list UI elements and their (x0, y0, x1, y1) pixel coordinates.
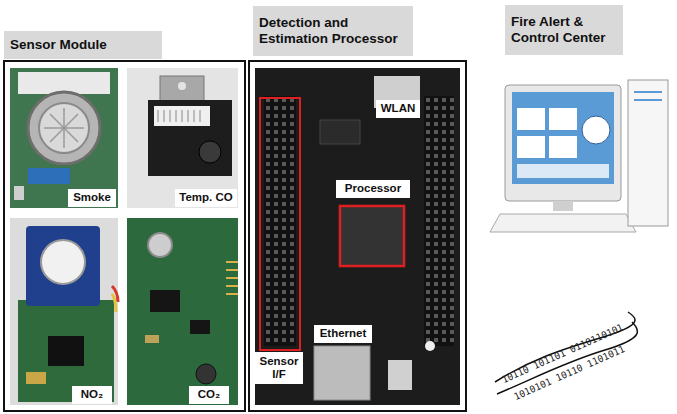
sensor-photo: CO₂ (127, 218, 238, 405)
ethernet-port (314, 346, 370, 400)
smoke-sensor-can (28, 92, 100, 164)
sensor-housing (148, 100, 232, 176)
photo-background (127, 68, 238, 208)
sensor-photo: Temp. CO (127, 68, 238, 208)
memory-chip (320, 120, 360, 144)
white-connector (154, 106, 210, 126)
keyboard (490, 214, 636, 232)
section-title: Sensor Module (4, 31, 162, 59)
part-label-text: Sensor I/F (255, 352, 303, 384)
no2-sensor-cylinder (26, 226, 100, 306)
ic-chip (150, 290, 180, 312)
connector-pins (158, 110, 200, 122)
photo-background (10, 218, 118, 405)
component (26, 372, 46, 384)
component (145, 335, 159, 343)
terminal-block (28, 168, 70, 184)
section-title: Detection and Estimation Processor (253, 6, 413, 56)
sensor-face (41, 240, 85, 284)
mount-hole (178, 82, 186, 90)
section-title: Fire Alert & Control Center (505, 5, 623, 55)
capacitor (196, 364, 216, 384)
header-pins (226, 262, 238, 294)
sensor-mesh (39, 103, 89, 153)
gauge (582, 116, 610, 144)
usb-port (388, 360, 412, 390)
screen-panel (549, 108, 577, 130)
monitor-frame (505, 85, 621, 201)
data-stream-curve (497, 322, 638, 394)
part-label-text: CO₂ (189, 386, 229, 404)
sensor-photo: NO₂ (10, 218, 118, 405)
connector (14, 186, 24, 200)
yellow-wire (112, 294, 116, 312)
mounting-tab (160, 76, 204, 102)
monitor-stand (553, 201, 573, 211)
part-label: WLAN (376, 100, 420, 118)
processor-board (255, 68, 460, 405)
part-label: Sensor I/F (255, 352, 303, 384)
monitor-screen (512, 92, 614, 184)
part-label: Ethernet (314, 325, 372, 343)
module-panel: Sensor ModuleSmokeTemp. CONO₂CO₂ (3, 60, 246, 412)
screen-bar (517, 164, 609, 178)
ic-chip (190, 320, 210, 334)
part-label-text: Temp. CO (175, 189, 237, 207)
screen-panel (517, 136, 545, 158)
section-header: Fire Alert & Control Center (505, 5, 623, 55)
processor-chip (340, 206, 404, 266)
part-label-text: WLAN (376, 100, 420, 118)
pin-header (264, 96, 296, 346)
pcb-board (127, 218, 238, 405)
mesh-lines (44, 108, 84, 148)
computer-tower (628, 80, 668, 226)
part-label-text: NO₂ (72, 386, 112, 404)
led (425, 341, 435, 351)
part-label: Processor (336, 180, 410, 198)
ic-chip (48, 336, 84, 366)
screen-panel (549, 136, 577, 158)
sensor-photo: Smoke (10, 68, 118, 208)
part-label-text: Processor (336, 180, 410, 198)
module-panel: Detection and Estimation ProcessorWLANPr… (248, 60, 467, 412)
part-label-text: Ethernet (314, 325, 372, 343)
screen-panel (517, 108, 545, 130)
drive-bays (634, 92, 662, 100)
pcb-board (10, 68, 118, 208)
highlight-box (260, 98, 300, 350)
part-label-text: Smoke (68, 189, 116, 207)
co2-sensor (148, 233, 172, 257)
pin-header (424, 96, 454, 346)
sensor-dome (199, 141, 221, 163)
